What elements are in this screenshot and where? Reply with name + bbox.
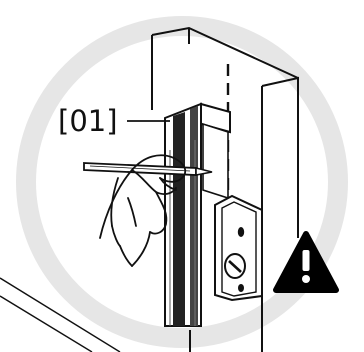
callout-label: [01] [58,104,118,138]
lock-plate [215,196,262,300]
screw-icon [225,254,245,278]
